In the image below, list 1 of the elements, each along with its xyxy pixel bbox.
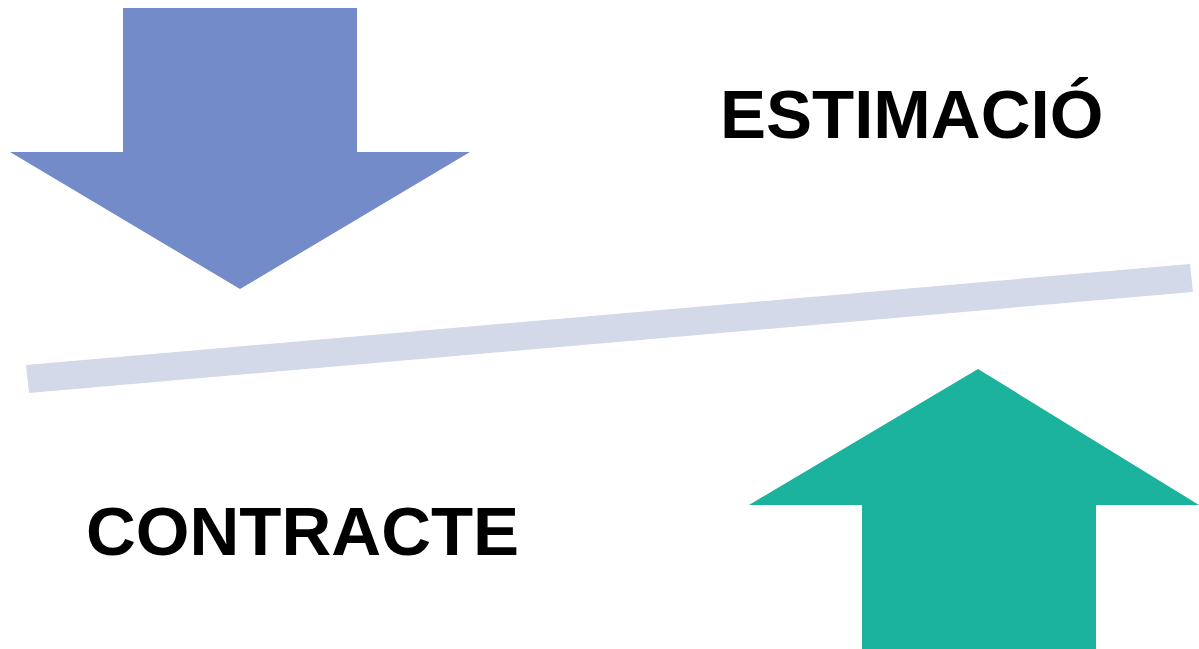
label-text: CONTRACTE xyxy=(86,497,520,566)
